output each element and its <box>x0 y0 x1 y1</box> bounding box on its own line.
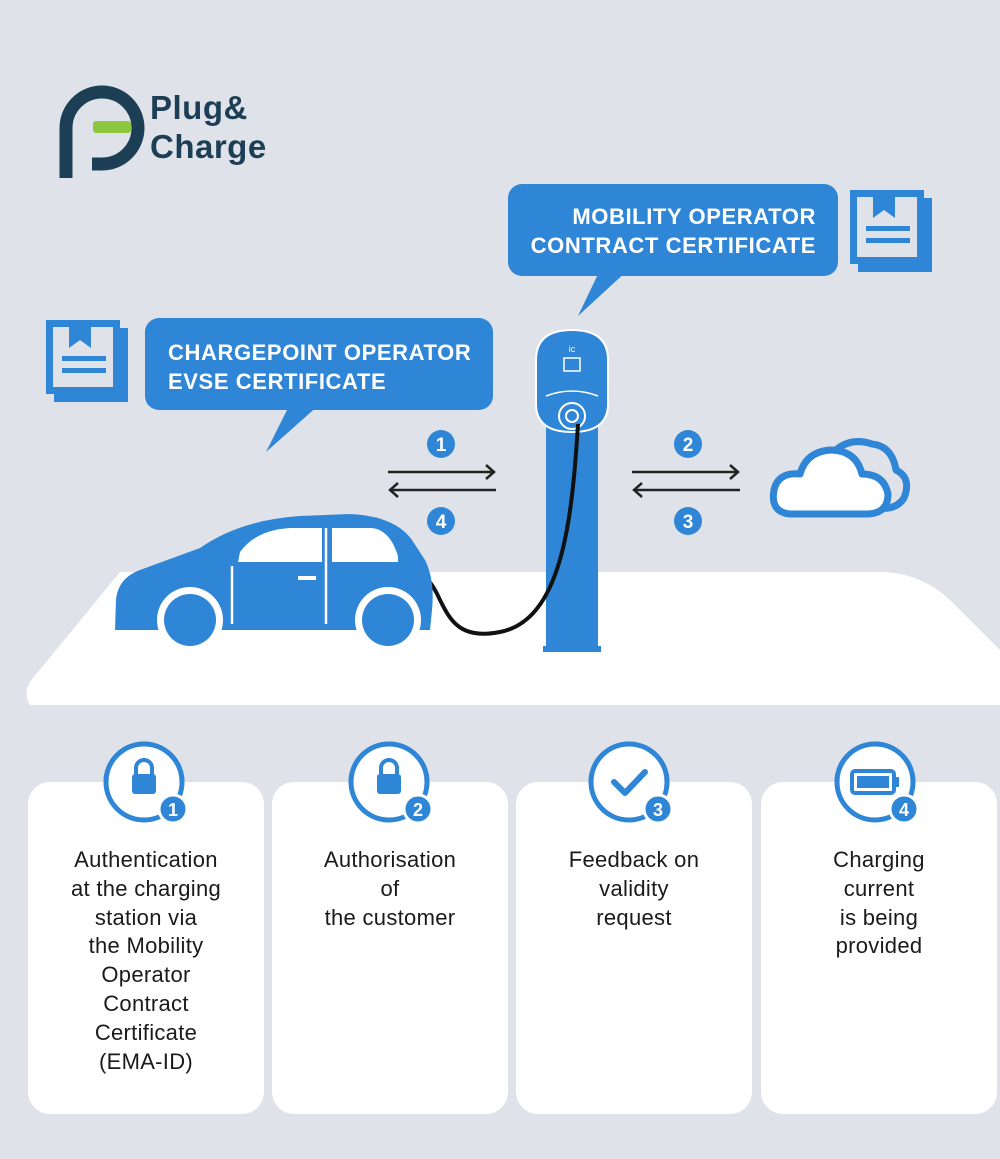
document-icon-cpo <box>46 320 128 402</box>
step-card-3: Feedback on validity request <box>516 782 752 1114</box>
callout-cpo-line-1: CHARGEPOINT OPERATOR <box>168 340 472 365</box>
document-icon-emsp <box>850 190 932 272</box>
mobility-operator-certificate-callout: MOBILITY OPERATOR CONTRACT CERTIFICATE <box>508 184 838 276</box>
arrows-station-cloud <box>632 464 740 498</box>
step-4-line: Charging <box>833 847 925 872</box>
callout-cpo-line-2: EVSE CERTIFICATE <box>168 369 387 394</box>
chargepoint-operator-certificate-callout: CHARGEPOINT OPERATOR EVSE CERTIFICATE <box>145 318 493 410</box>
svg-text:4: 4 <box>436 512 447 533</box>
electric-car <box>115 514 433 653</box>
step-1-line: station via <box>94 904 198 930</box>
charging-cable <box>411 423 580 636</box>
flow-badge-2: 2 <box>674 430 702 458</box>
cloud-icon <box>769 438 911 518</box>
step-3-line: Feedback on <box>568 847 700 872</box>
bubble-tail-emsp <box>578 270 628 316</box>
step-card-2-text: Authorisation of the customer <box>280 846 500 932</box>
step-1-line: Operator <box>101 962 191 988</box>
step-2-line: Authorisation <box>323 847 457 872</box>
step-card-3-text: Feedback on validity request <box>524 846 744 932</box>
callout-emsp-line-2: CONTRACT CERTIFICATE <box>530 233 816 258</box>
step-4-line: is being <box>839 904 919 930</box>
step-3-line: validity <box>599 875 669 901</box>
step-1-line: (EMA-ID) <box>98 1048 194 1074</box>
logo-text: Plug& Charge <box>150 88 267 166</box>
flow-badge-4: 4 <box>427 507 455 535</box>
step-card-1-text: Authentication at the charging station v… <box>36 846 256 1076</box>
arrows-car-station <box>388 464 496 498</box>
plug-and-charge-logo-mark <box>59 85 145 178</box>
logo-line-2: Charge <box>150 128 267 165</box>
step-3-line: request <box>596 904 672 930</box>
step-1-line: at the charging <box>70 875 222 901</box>
step-4-line: current <box>843 875 915 901</box>
step-2-line: of <box>380 875 400 901</box>
step-card-2: Authorisation of the customer <box>272 782 508 1114</box>
step-card-1: Authentication at the charging station v… <box>28 782 264 1114</box>
bubble-tail-cpo <box>266 404 320 452</box>
svg-text:3: 3 <box>683 512 694 533</box>
step-4-line: provided <box>835 933 923 959</box>
svg-text:ic: ic <box>569 344 576 354</box>
step-card-4: Charging current is being provided <box>761 782 997 1114</box>
step-1-line: Authentication <box>74 847 218 872</box>
step-1-line: Certificate <box>94 1019 198 1045</box>
svg-text:2: 2 <box>683 435 694 456</box>
logo-line-1: Plug& <box>150 89 248 126</box>
flow-badge-1: 1 <box>427 430 455 458</box>
step-1-line: Contract <box>103 990 189 1016</box>
step-1-line: the Mobility <box>88 933 204 959</box>
charging-station: ic <box>535 328 609 652</box>
svg-text:1: 1 <box>436 435 447 456</box>
flow-badge-3: 3 <box>674 507 702 535</box>
step-card-4-text: Charging current is being provided <box>769 846 989 961</box>
step-2-line: the customer <box>324 904 456 930</box>
callout-emsp-line-1: MOBILITY OPERATOR <box>572 204 816 229</box>
